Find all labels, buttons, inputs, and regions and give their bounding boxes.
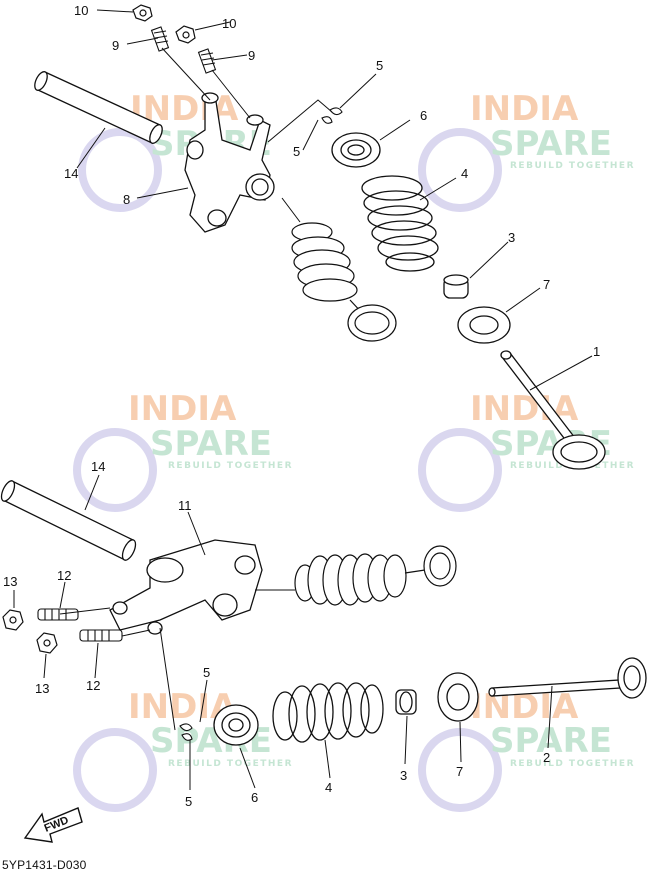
rocker-arm-part-8 <box>184 92 275 233</box>
rocker-arm-part-11 <box>109 539 263 635</box>
spring-seat-part-7-bottom <box>437 672 479 722</box>
svg-text:REBUILD TOGETHER: REBUILD TOGETHER <box>168 461 293 471</box>
callout-13-b: 13 <box>35 681 49 696</box>
valve-cotter-part-5-bottom <box>179 723 193 741</box>
callout-5-bottom-b: 5 <box>185 794 192 809</box>
svg-text:REBUILD TOGETHER: REBUILD TOGETHER <box>510 161 635 171</box>
spring-retainer-part-6-top <box>331 132 381 168</box>
svg-text:SPARE: SPARE <box>490 124 612 164</box>
callout-4-bottom: 4 <box>325 780 332 795</box>
callout-7-top: 7 <box>543 277 550 292</box>
callout-12-a: 12 <box>57 568 71 583</box>
callout-5-top-a: 5 <box>376 58 383 73</box>
callout-5-bottom-a: 5 <box>203 665 210 680</box>
valve-spring-assembly-bottom <box>294 545 457 606</box>
adjusting-screw-part-9-b <box>197 48 217 74</box>
callout-4-top: 4 <box>461 166 468 181</box>
callout-7-bottom: 7 <box>456 764 463 779</box>
valve-stem-seal-part-3-bottom <box>395 689 417 715</box>
callout-11: 11 <box>178 498 192 513</box>
callout-14-top: 14 <box>64 166 78 181</box>
rocker-shaft-part-14-top <box>34 71 163 144</box>
forward-direction-arrow: FWD <box>23 807 83 843</box>
leader-lines <box>13 9 593 790</box>
svg-text:INDIA: INDIA <box>470 89 579 129</box>
exhaust-valve-part-2 <box>488 657 647 699</box>
callout-10-b: 10 <box>222 16 236 31</box>
callout-1: 1 <box>593 344 600 359</box>
valve-spring-part-4-top <box>361 175 439 272</box>
drawing-code: 5YP1431-D030 <box>2 858 87 872</box>
watermark-logo-middle-left: INDIA SPARE REBUILD TOGETHER <box>73 389 293 512</box>
valve-cotter-part-5-top <box>321 107 343 124</box>
callout-6-top: 6 <box>420 108 427 123</box>
adjusting-screw-part-12-a <box>37 608 79 621</box>
svg-text:SPARE: SPARE <box>490 721 612 761</box>
nut-part-10-a <box>132 4 153 22</box>
callout-2: 2 <box>543 750 550 765</box>
valve-spring-assembly-top <box>291 222 397 342</box>
adjusting-screw-part-12-b <box>79 629 123 642</box>
callout-12-b: 12 <box>86 678 100 693</box>
callout-9-a: 9 <box>112 38 119 53</box>
callout-14-bottom: 14 <box>91 459 105 474</box>
spring-seat-part-7-top <box>457 306 511 344</box>
svg-text:SPARE: SPARE <box>150 424 272 464</box>
valve-stem-seal-part-3-top <box>443 274 469 299</box>
svg-text:REBUILD TOGETHER: REBUILD TOGETHER <box>510 759 635 769</box>
svg-text:REBUILD TOGETHER: REBUILD TOGETHER <box>168 759 293 769</box>
nut-part-13-a <box>2 609 24 631</box>
spring-retainer-part-6-bottom <box>213 704 259 746</box>
adjusting-screw-part-9-a <box>150 26 170 52</box>
callout-numbers: 10 10 9 9 14 8 5 5 6 4 3 7 1 14 11 13 12… <box>3 3 600 809</box>
callout-3-bottom: 3 <box>400 768 407 783</box>
callout-13-a: 13 <box>3 574 17 589</box>
callout-5-top-b: 5 <box>293 144 300 159</box>
nut-part-13-b <box>36 632 58 654</box>
watermark-logo-top-right: INDIA SPARE REBUILD TOGETHER <box>418 89 635 212</box>
valve-spring-part-4-bottom <box>272 682 384 743</box>
callout-9-b: 9 <box>248 48 255 63</box>
rocker-shaft-part-14-bottom <box>0 480 137 561</box>
svg-text:INDIA: INDIA <box>128 389 237 429</box>
watermark-logo-bottom-left: INDIA SPARE REBUILD TOGETHER <box>73 687 293 812</box>
nut-part-10-b <box>175 25 196 44</box>
intake-valve-part-1 <box>500 350 606 470</box>
callout-3-top: 3 <box>508 230 515 245</box>
callout-10-a: 10 <box>74 3 88 18</box>
callout-8: 8 <box>123 192 130 207</box>
callout-6-bottom: 6 <box>251 790 258 805</box>
